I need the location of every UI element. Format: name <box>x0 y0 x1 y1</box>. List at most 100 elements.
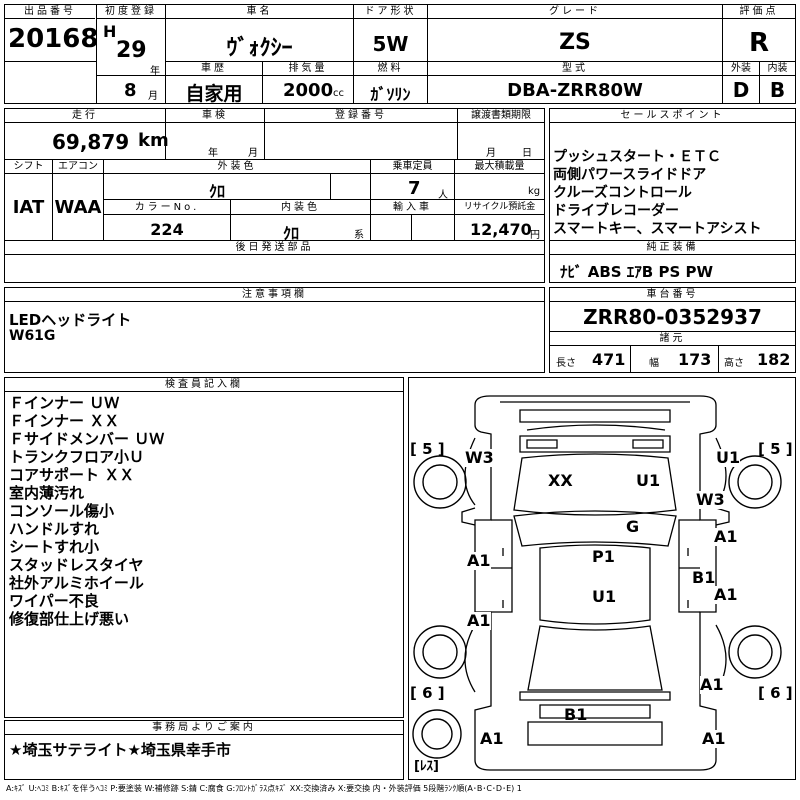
mark-a1-right-rear: A1 <box>700 675 724 694</box>
sales-point-item: 両側パワースライドドア <box>553 167 707 183</box>
reg-no-label: 登録番号 <box>265 109 457 123</box>
door: 5W <box>372 32 409 56</box>
sales-point-item: ドライブレコーダー <box>553 203 679 219</box>
interior-label: 内装 <box>760 62 795 76</box>
note-line: 室内薄汚れ <box>9 484 85 502</box>
note-line: 社外アルミホイール <box>9 574 144 592</box>
reg-year: 29 <box>116 38 147 63</box>
mark-u1-hood: U1 <box>636 471 661 490</box>
mark-b1-rear: B1 <box>564 705 588 724</box>
caution-label: 注意事項欄 <box>5 288 544 302</box>
dims-label: 諸元 <box>550 332 795 346</box>
mark-g-windshield: G <box>626 517 640 536</box>
note-line: ハンドルすれ <box>9 520 100 538</box>
sales-points-label: セールスポイント <box>550 109 795 123</box>
mark-a1-right-bumper: A1 <box>702 729 726 748</box>
inspector-block <box>4 377 404 718</box>
capacity: 7 <box>408 178 421 199</box>
length: 471 <box>592 350 626 369</box>
grade-label: グレード <box>428 5 722 19</box>
equipment-label: 純正装備 <box>550 241 795 255</box>
shift: IAT <box>12 197 45 218</box>
mileage: 69,879 <box>52 130 130 154</box>
length-label: 長さ <box>556 358 576 369</box>
sales-point-item: スマートキー、スマートアシスト <box>553 221 762 237</box>
shift-label: シフト <box>5 160 52 174</box>
displacement: 2000 <box>283 80 334 101</box>
sales-points-list: プッシュスタート・ＥＴＣ 両側パワースライドドア クルーズコントロール ドライブ… <box>553 148 793 238</box>
score-label: 評価点 <box>723 5 795 19</box>
mark-p1-roof: P1 <box>592 547 615 566</box>
note-line: Ｆサイドメンバー ＵＷ <box>9 430 165 448</box>
tire-front-right-label: [ 5 ] <box>758 440 793 458</box>
header-block <box>4 4 796 104</box>
width: 173 <box>678 350 712 369</box>
month-unit: 月 <box>148 91 158 102</box>
history-label: 車歴 <box>166 62 262 76</box>
score: R <box>748 28 770 58</box>
mark-a1-left-bumper: A1 <box>480 729 504 748</box>
car-diagram <box>412 395 782 771</box>
recycle-label: リサイクル預託金 <box>455 201 544 215</box>
note-line: Ｆインナー ＵＷ <box>9 394 120 412</box>
spare-tire-label: [ﾚｽ] <box>414 759 439 774</box>
aircon: WAA <box>54 197 102 218</box>
note-line: スタッドレスタイヤ <box>9 556 144 574</box>
model: DBA-ZRR80W <box>507 80 643 101</box>
later-parts-label: 後日発送部品 <box>5 241 544 255</box>
mark-b1-right-pillar: B1 <box>692 568 716 587</box>
inspection-label: 車検 <box>166 109 264 123</box>
tire-front-left-label: [ 5 ] <box>410 440 445 458</box>
color-no: 224 <box>150 220 184 239</box>
chassis-no: ZRR80-0352937 <box>583 305 762 329</box>
door-label: ドア形状 <box>354 5 427 19</box>
year-unit: 年 <box>150 66 160 77</box>
chassis-label: 車台番号 <box>550 288 795 302</box>
int-color-label: 内装色 <box>231 201 370 215</box>
mark-u1-roof: U1 <box>592 587 617 606</box>
displacement-unit: cc <box>333 88 344 99</box>
mark-a1-right-fdoor: A1 <box>714 527 738 546</box>
transfer-day-unit: 日 <box>522 148 532 159</box>
height-label: 高さ <box>724 358 744 369</box>
fuel: ｶﾞｿﾘﾝ <box>370 85 411 104</box>
mark-u1-right-front: U1 <box>716 448 741 467</box>
max-load-unit: kg <box>528 186 541 197</box>
exterior-score: D <box>732 78 750 102</box>
height: 182 <box>757 350 791 369</box>
aircon-label: エアコン <box>53 160 103 174</box>
caution-line: W61G <box>9 328 56 344</box>
car-name-label: 車名 <box>166 5 353 19</box>
inspection-month-unit: 月 <box>248 148 258 159</box>
note-line: シートすれ小 <box>9 538 100 556</box>
capacity-unit: 人 <box>438 190 448 201</box>
office-value: ★埼玉サテライト★埼玉県幸手市 <box>9 741 231 759</box>
lot-no: 20168 <box>8 24 99 54</box>
note-line: 修復部仕上げ悪い <box>9 610 130 628</box>
grade: ZS <box>559 30 591 55</box>
transfer-month-unit: 月 <box>486 148 496 159</box>
era: H <box>103 22 117 41</box>
recycle: 12,470 <box>470 220 532 239</box>
inspector-notes: Ｆインナー ＵＷ Ｆインナー ＸＸ Ｆサイドメンバー ＵＷ トランクフロア小Ｕ … <box>9 394 399 628</box>
note-line: ワイパー不良 <box>9 592 99 610</box>
mark-w3-right-front: W3 <box>696 490 725 509</box>
exterior-label: 外装 <box>723 62 759 76</box>
office-label: 事務局よりご案内 <box>5 721 403 735</box>
max-load-label: 最大積載量 <box>455 160 544 174</box>
int-color: ｸﾛ <box>282 224 299 243</box>
lot-no-label: 出品番号 <box>5 5 95 19</box>
inspector-label: 検査員記入欄 <box>5 378 403 392</box>
history: 自家用 <box>185 83 243 105</box>
sales-point-item: クルーズコントロール <box>553 185 692 201</box>
interior-score: B <box>769 78 786 102</box>
first-reg-label: 初度登録 <box>97 5 165 19</box>
mark-a1-left-fdoor: A1 <box>467 551 491 570</box>
mark-w3-left-front: W3 <box>465 448 494 467</box>
fuel-label: 燃料 <box>354 62 427 76</box>
color-no-label: カラーNo. <box>104 201 230 215</box>
mark-a1-right-rdoor: A1 <box>714 585 738 604</box>
ext-color-label: 外装色 <box>104 160 370 174</box>
transfer-label: 譲渡書類期限 <box>458 109 544 123</box>
tire-rear-right-label: [ 6 ] <box>758 684 793 702</box>
